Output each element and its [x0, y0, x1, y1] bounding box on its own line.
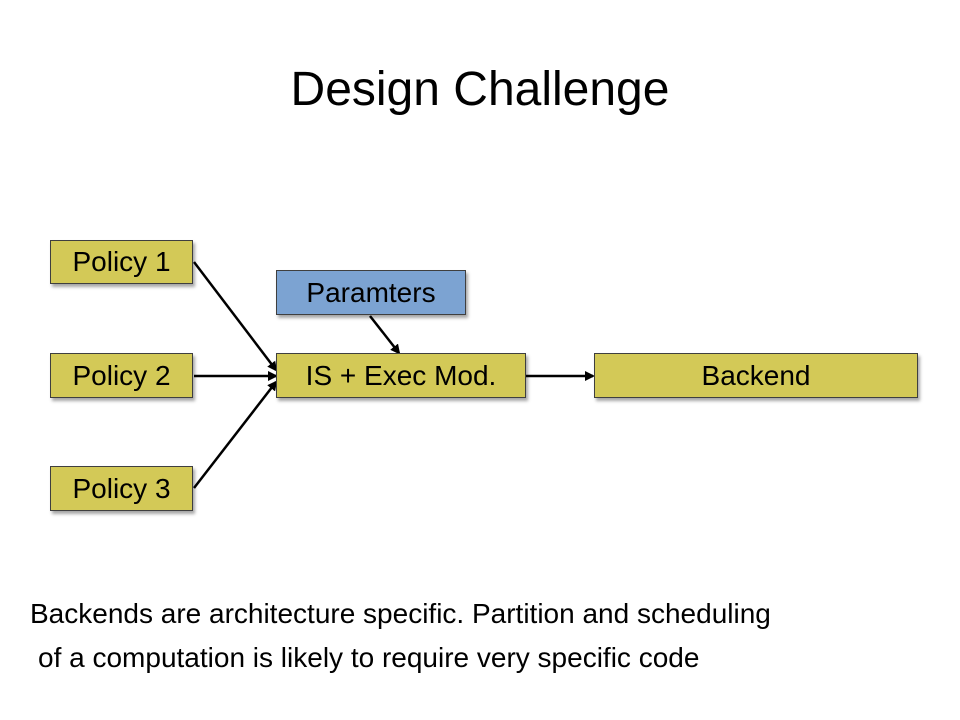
- node-policy-1: Policy 1: [50, 240, 193, 284]
- edge-parameters-to-is-exec: [369, 315, 401, 355]
- edge-policy-1-to-is-exec: [193, 261, 278, 372]
- node-is-exec-mod-label: IS + Exec Mod.: [305, 359, 497, 391]
- edge-policy-3-to-is-exec: [193, 380, 278, 489]
- node-policy-3-label: Policy 3: [72, 472, 171, 504]
- node-policy-2: Policy 2: [50, 353, 193, 398]
- caption-line-1: Backends are architecture specific. Part…: [30, 598, 771, 629]
- node-policy-1-label: Policy 1: [72, 246, 171, 277]
- node-backend: Backend: [594, 353, 918, 398]
- node-policy-3: Policy 3: [50, 466, 193, 511]
- node-parameters: Paramters: [276, 270, 466, 315]
- node-backend-label: Backend: [701, 359, 811, 391]
- slide-title: Design Challenge: [290, 63, 670, 116]
- node-policy-2-label: Policy 2: [72, 359, 171, 391]
- caption-line-2: of a computation is likely to require ve…: [38, 642, 700, 673]
- node-parameters-label: Paramters: [306, 276, 436, 308]
- slide-caption: Backends are architecture specific. Part…: [30, 592, 945, 680]
- node-is-exec-mod: IS + Exec Mod.: [276, 353, 526, 398]
